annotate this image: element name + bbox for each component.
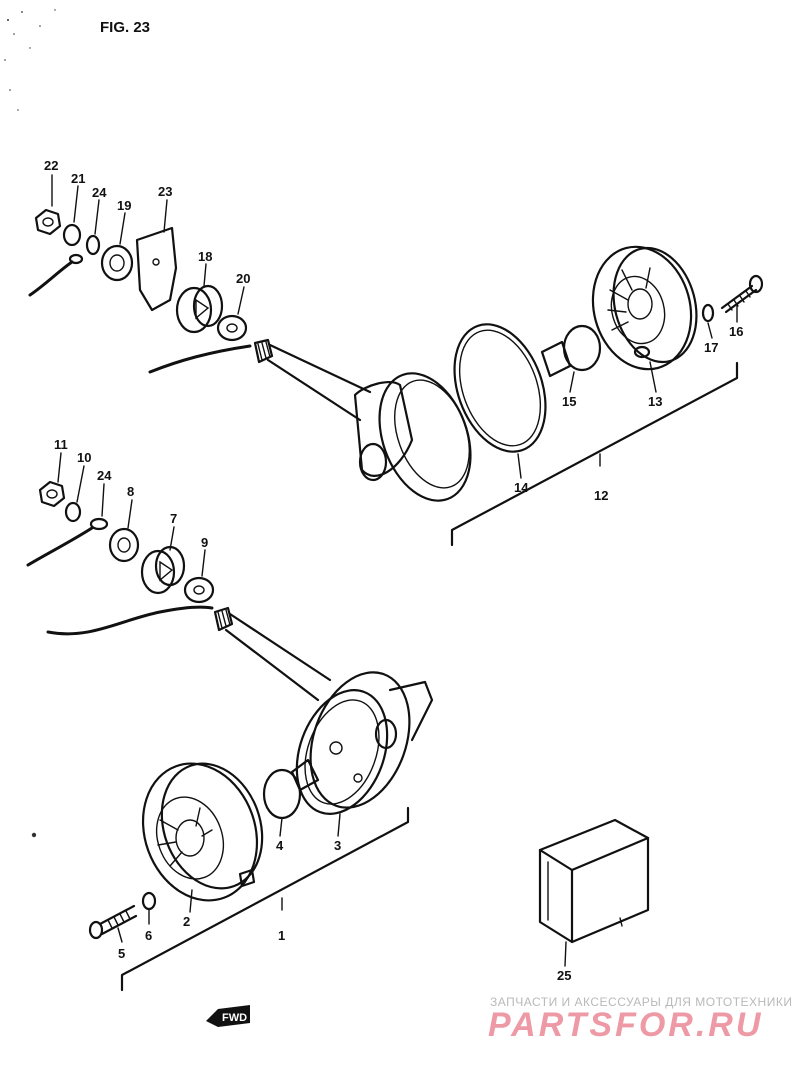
washer-6 (141, 891, 157, 911)
lower-turn-signal-assembly (26, 480, 434, 992)
label-part-17: 17 (704, 340, 718, 355)
label-part-23: 23 (158, 184, 172, 199)
upper-housing (353, 372, 472, 502)
label-part-10: 10 (77, 450, 91, 465)
upper-turn-signal-assembly (28, 208, 764, 547)
washer-17 (701, 303, 715, 323)
nut-8 (108, 527, 140, 563)
label-part-13: 13 (648, 394, 662, 409)
wire-terminal-ring (68, 253, 84, 265)
washer-24 (85, 234, 101, 256)
label-part-3: 3 (334, 838, 341, 853)
fwd-label: FWD (222, 1012, 247, 1024)
part-number-labels: 22 21 24 19 23 18 20 14 15 13 17 16 12 1… (44, 158, 743, 983)
figure-title: FIG. 23 (100, 19, 150, 36)
lower-wire-stem (46, 605, 214, 636)
label-part-6: 6 (145, 928, 152, 943)
label-part-25: 25 (557, 968, 571, 983)
nut-22 (34, 208, 62, 236)
label-part-5: 5 (118, 946, 125, 961)
assembly-bracket-12 (450, 361, 739, 547)
label-part-11: 11 (54, 437, 68, 452)
lock-washer-10 (64, 501, 82, 523)
label-part-15: 15 (562, 394, 576, 409)
label-part-12: 12 (594, 488, 608, 503)
label-part-14: 14 (514, 480, 529, 495)
label-part-24-lower: 24 (97, 468, 112, 483)
nut-11 (38, 480, 66, 508)
screw-16 (720, 274, 764, 314)
label-part-4: 4 (276, 838, 284, 853)
lock-washer-21 (62, 223, 82, 247)
label-part-7: 7 (170, 511, 177, 526)
lower-wire-left (26, 526, 94, 567)
watermark: ЗАПЧАСТИ И АКСЕССУАРЫ ДЛЯ МОТОТЕХНИКИ PA… (488, 995, 792, 1044)
lens-2 (141, 762, 264, 902)
label-part-2: 2 (183, 914, 190, 929)
label-part-21: 21 (71, 171, 85, 186)
label-part-18: 18 (198, 249, 212, 264)
label-part-16: 16 (729, 324, 743, 339)
washer-20 (216, 314, 248, 342)
bracket-23 (135, 226, 178, 312)
grommet-18 (175, 284, 224, 334)
lower-stem (213, 606, 332, 702)
bulb-15 (540, 324, 602, 378)
label-part-24: 24 (92, 185, 107, 200)
scan-noise (4, 9, 56, 838)
wire-terminal-ring-lower (89, 517, 109, 531)
leader-lines (51, 174, 738, 967)
label-part-9: 9 (201, 535, 208, 550)
label-part-20: 20 (236, 271, 250, 286)
washer-9 (183, 576, 215, 604)
lens-13 (591, 245, 698, 371)
nut-19 (100, 244, 134, 282)
upper-wire-stem (148, 344, 252, 374)
forward-direction-marker: FWD (206, 1005, 250, 1027)
upper-wire-left (28, 260, 74, 297)
label-part-22: 22 (44, 158, 58, 173)
housing-3 (295, 671, 434, 815)
label-part-1: 1 (278, 928, 285, 943)
assembly-bracket-1 (120, 806, 410, 992)
label-part-19: 19 (117, 198, 131, 213)
watermark-tagline: ЗАПЧАСТИ И АКСЕССУАРЫ ДЛЯ МОТОТЕХНИКИ (490, 995, 792, 1009)
grommet-7 (140, 545, 186, 595)
label-part-8: 8 (127, 484, 134, 499)
screw-5 (88, 904, 138, 940)
upper-stem (253, 338, 372, 422)
gasket-14 (453, 323, 547, 453)
watermark-brand: PARTSFOR.RU (488, 1006, 763, 1044)
flasher-relay-25 (538, 818, 650, 944)
